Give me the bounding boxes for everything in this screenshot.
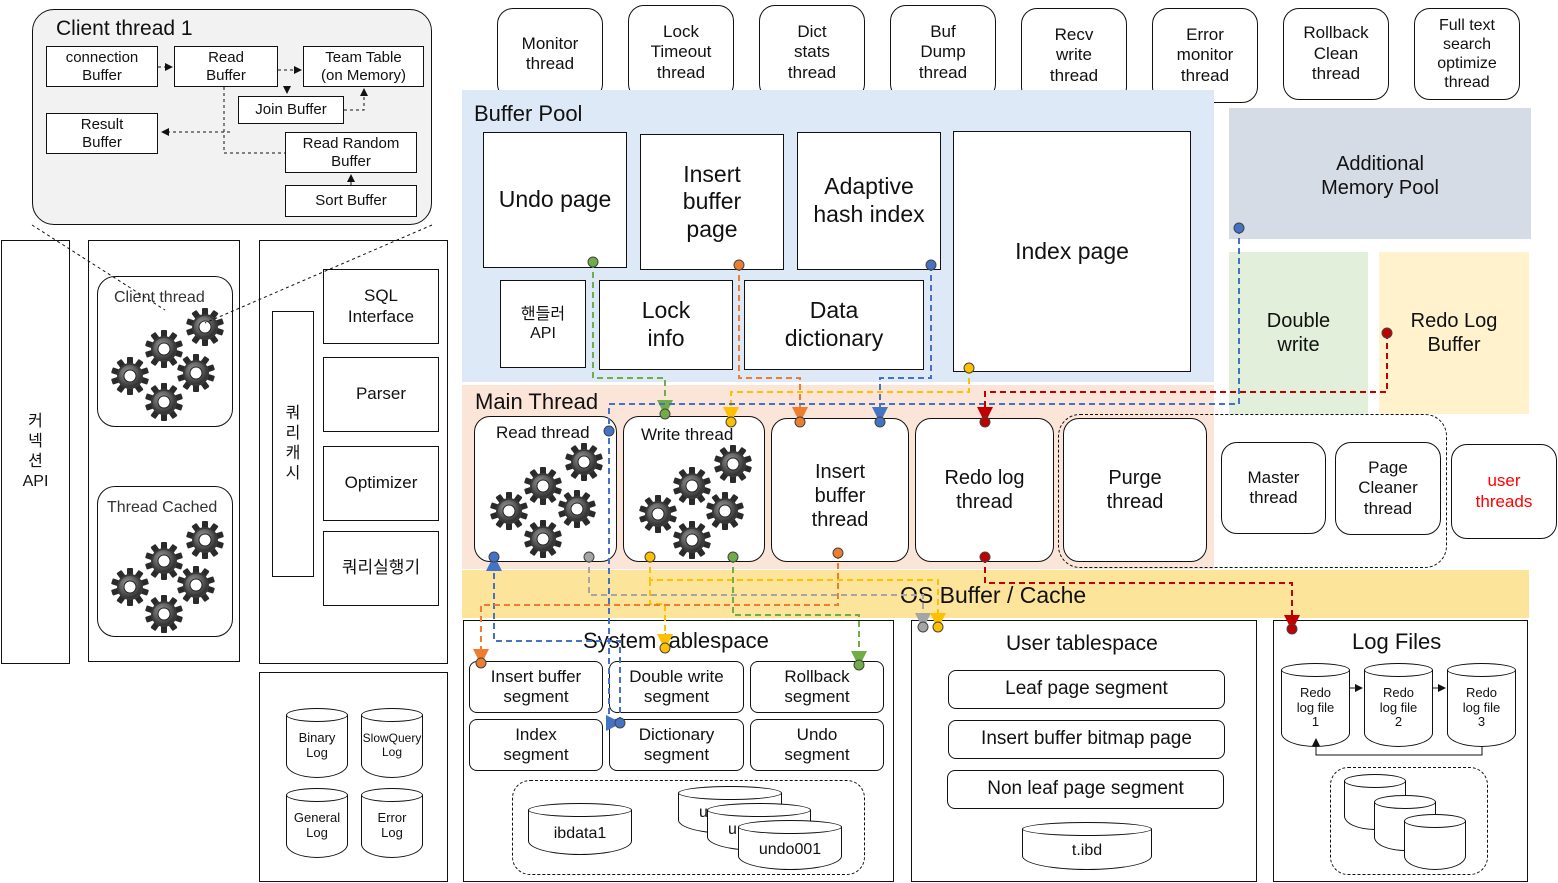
read-thread-label: Read thread <box>496 423 590 442</box>
rollback-segment: Rollback segment <box>750 661 884 713</box>
redo-log-buffer <box>1379 252 1529 414</box>
error-log: Error Log <box>361 788 423 858</box>
index-segment: Index segment <box>469 719 603 771</box>
buf-dump-thread: Buf Dump thread <box>890 5 996 100</box>
rollback-clean-thread: Rollback Clean thread <box>1283 8 1389 100</box>
gear-icon <box>490 492 528 530</box>
redo-log-file-1: Redo log file 1 <box>1281 663 1350 747</box>
page-cleaner-thread: Page Cleaner thread <box>1335 442 1441 535</box>
handler-api: 핸들러 API <box>500 280 586 368</box>
buffer-pool-title: Buffer Pool <box>474 101 583 126</box>
redo-log-file-2: Redo log file 2 <box>1364 663 1433 747</box>
query-cache: 쿼 리 캐 시 <box>272 311 314 577</box>
gear-icon <box>186 308 224 346</box>
system-tablespace-title: System tablespace <box>583 628 769 653</box>
general-log: General Log <box>286 788 348 858</box>
monitor-thread: Monitor thread <box>497 8 603 100</box>
fulltext-search-optimize-thread: Full text search optimize thread <box>1414 8 1520 100</box>
double-write-segment: Double write segment <box>609 661 744 713</box>
master-thread: Master thread <box>1221 442 1326 534</box>
redo-log-buffer-label: Redo Log Buffer <box>1410 310 1498 356</box>
undo001-file: undo001 <box>738 820 842 870</box>
log-archive-file <box>1404 814 1466 870</box>
user-tablespace-title: User tablespace <box>1006 632 1158 655</box>
recv-write-thread: Recv write thread <box>1021 8 1127 103</box>
additional-memory-pool-label: Additional Memory Pool <box>1321 153 1439 199</box>
double-write-label: Double write <box>1266 310 1331 356</box>
gear-icon <box>714 445 752 483</box>
adaptive-hash-index: Adaptive hash index <box>797 132 941 270</box>
thread-cached-label: Thread Cached <box>107 499 218 516</box>
purge-thread: Purge thread <box>1063 418 1207 562</box>
index-page: Index page <box>953 131 1191 372</box>
undo-page: Undo page <box>483 132 627 268</box>
insert-buffer-page: Insert buffer page <box>640 134 784 270</box>
error-monitor-thread: Error monitor thread <box>1152 8 1258 103</box>
gear-icon <box>558 490 596 528</box>
non-leaf-page-segment: Non leaf page segment <box>947 770 1224 809</box>
write-thread-label: Write thread <box>641 425 734 444</box>
team-table: Team Table (on Memory) <box>303 46 424 87</box>
system-files-group <box>512 780 865 875</box>
user-threads: user threads <box>1451 444 1557 539</box>
gear-icon <box>639 495 677 533</box>
main-thread-title: Main Thread <box>475 389 599 414</box>
gear-icon <box>706 492 744 530</box>
redo-log-thread: Redo log thread <box>915 418 1054 562</box>
gear-icon <box>111 568 149 606</box>
leaf-page-segment: Leaf page segment <box>948 670 1225 709</box>
gear-icon <box>145 330 183 368</box>
slowquery-log: SlowQuery Log <box>361 708 423 778</box>
gear-icon <box>145 595 183 633</box>
query-executor: 쿼리실행기 <box>323 531 439 606</box>
gear-icon <box>145 542 183 580</box>
data-dictionary: Data dictionary <box>744 280 924 370</box>
insert-buffer-segment: Insert buffer segment <box>469 661 603 713</box>
gear-icon <box>177 354 215 392</box>
gear-icon <box>673 521 711 559</box>
ibdata1-file: ibdata1 <box>528 803 632 855</box>
sort-buffer: Sort Buffer <box>285 185 417 217</box>
insert-buffer-thread: Insert buffer thread <box>771 418 909 562</box>
client-thread-label: Client thread <box>114 289 205 306</box>
os-buffer-cache-label: OS Buffer / Cache <box>900 582 1087 608</box>
connection-api: 커 넥 션 API <box>1 240 70 664</box>
lock-timeout-thread: Lock Timeout thread <box>628 5 734 100</box>
log-column <box>259 672 448 882</box>
gear-icon <box>186 521 224 559</box>
insert-buffer-bitmap-page: Insert buffer bitmap page <box>948 720 1225 759</box>
log-files-title: Log Files <box>1352 629 1442 654</box>
gear-icon <box>524 467 562 505</box>
tibd-file: t.ibd <box>1022 822 1152 870</box>
join-buffer: Join Buffer <box>238 96 344 124</box>
read-buffer: Read Buffer <box>174 46 278 87</box>
gear-icon <box>145 383 183 421</box>
lock-info: Lock info <box>599 280 733 370</box>
binary-log: Binary Log <box>286 708 348 778</box>
dict-stats-thread: Dict stats thread <box>759 5 865 100</box>
gear-icon <box>111 357 149 395</box>
dictionary-segment: Dictionary segment <box>609 719 744 771</box>
additional-memory-pool <box>1229 108 1531 239</box>
gear-icon <box>524 520 562 558</box>
connection-buffer: connection Buffer <box>46 46 158 87</box>
gear-icon <box>565 443 603 481</box>
client-thread-panel-title: Client thread 1 <box>56 17 193 40</box>
read-random-buffer: Read Random Buffer <box>285 132 417 173</box>
sql-interface: SQL Interface <box>323 269 439 344</box>
parser: Parser <box>323 357 439 432</box>
optimizer: Optimizer <box>323 446 439 521</box>
gear-icon <box>177 566 215 604</box>
thread-cached-group <box>97 486 233 637</box>
result-buffer: Result Buffer <box>46 113 158 154</box>
log-archive-group <box>1330 767 1488 875</box>
undo-segment: Undo segment <box>750 719 884 771</box>
redo-log-file-3: Redo log file 3 <box>1447 663 1516 747</box>
